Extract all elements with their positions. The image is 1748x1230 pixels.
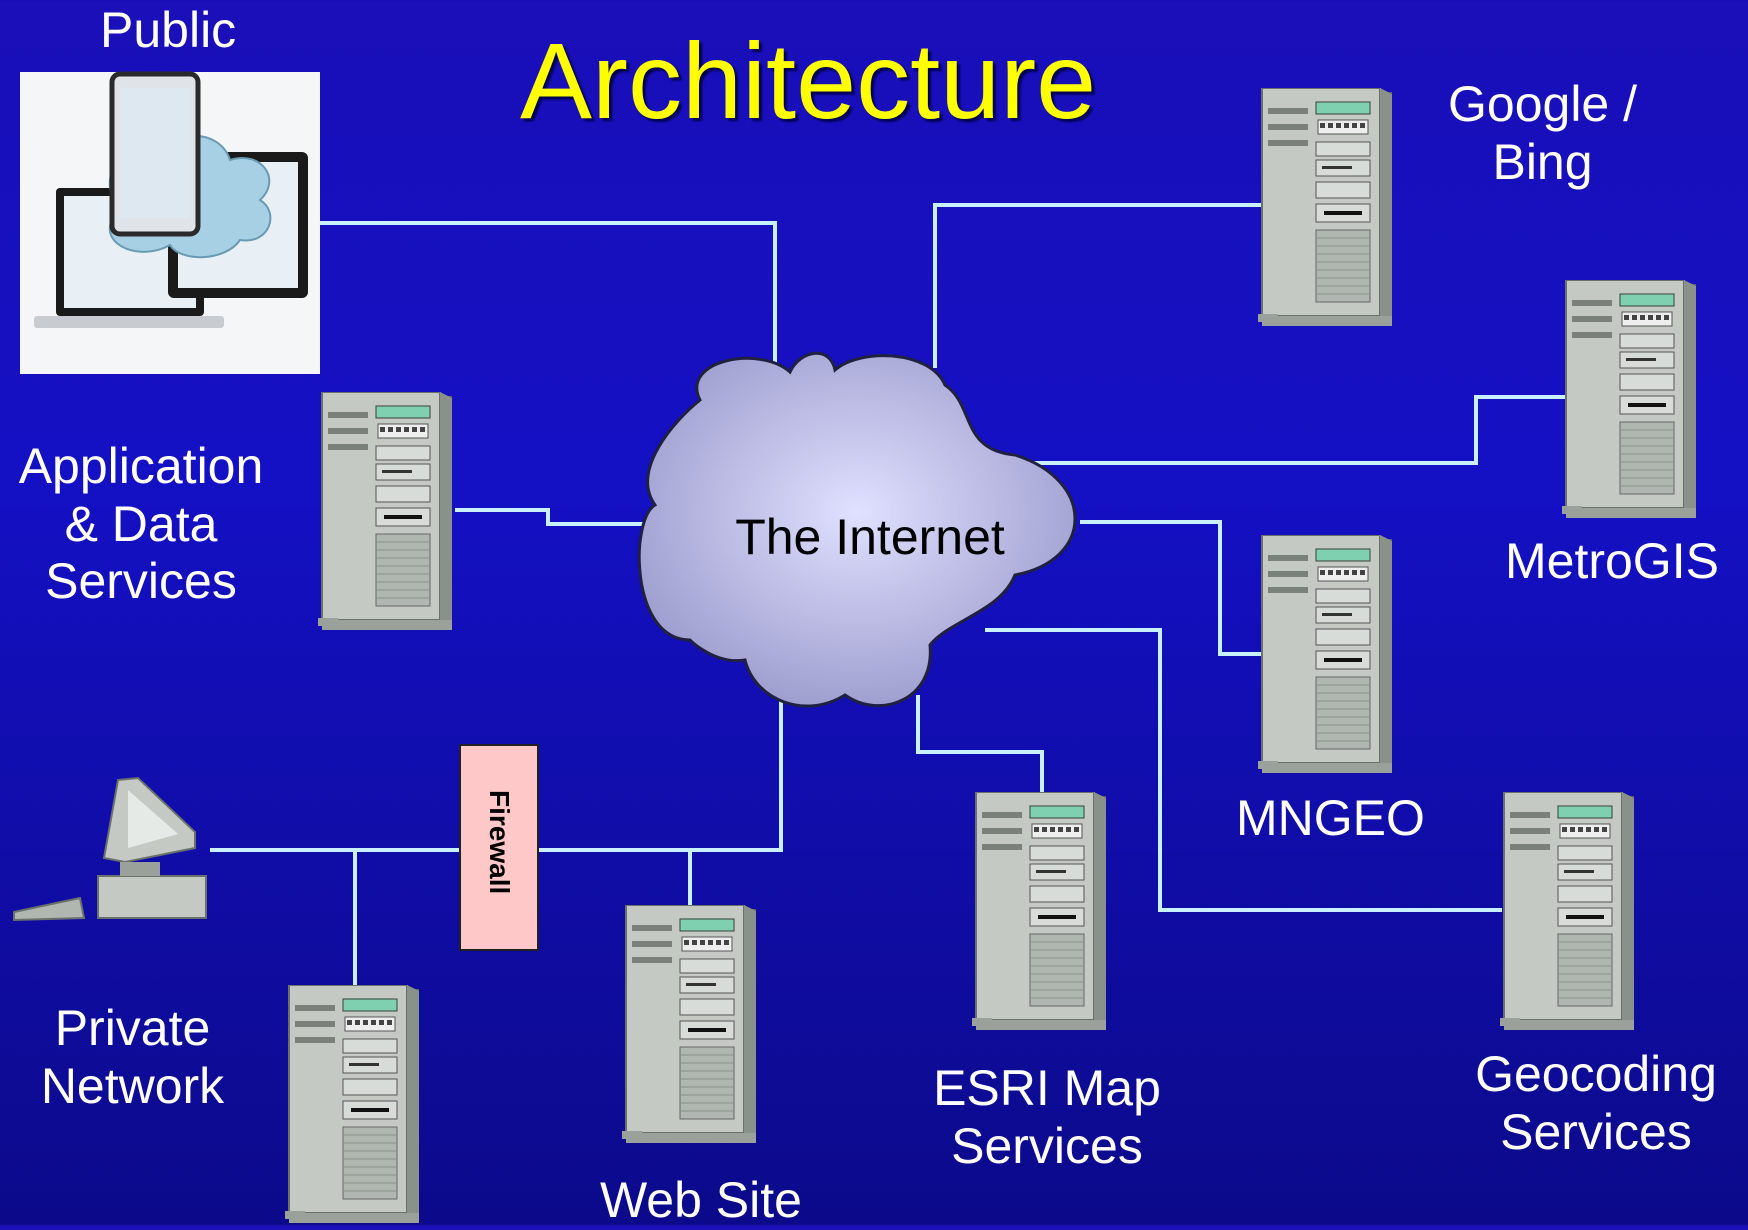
geocoding-label: Geocoding Services [1466, 1046, 1726, 1161]
google-bing-label: Google / Bing [1448, 76, 1637, 191]
firewall-box: Firewall [459, 744, 539, 951]
metrogis-server [1562, 280, 1697, 519]
private-line2: Network [40, 1057, 225, 1114]
system-unit [97, 875, 207, 919]
private-network-label: Private Network [30, 1000, 235, 1115]
app-data-server [318, 392, 453, 631]
private-line1: Private [54, 1000, 211, 1056]
internet-cloud [637, 351, 1077, 708]
google-bing-line1: Google / [1448, 76, 1638, 132]
line-google [933, 203, 1262, 368]
line-mngeo [1080, 520, 1262, 656]
website-server [622, 905, 757, 1144]
connector-lines [210, 203, 1565, 985]
private-server [285, 985, 420, 1224]
internet-label: The Internet [735, 509, 1005, 565]
esri-server [972, 792, 1107, 1031]
public-device-image [20, 71, 320, 374]
app-data-line2: & Data [64, 495, 218, 552]
line-geocoding [985, 628, 1502, 912]
google-bing-server [1258, 88, 1393, 327]
mngeo-label: MNGEO [1236, 790, 1425, 846]
line-public [318, 221, 777, 368]
geocoding-line1: Geocoding [1475, 1046, 1717, 1102]
line-metrogis [1020, 395, 1565, 465]
line-website-internet [688, 695, 783, 905]
website-label: Web Site [600, 1172, 802, 1228]
esri-label: ESRI Map Services [922, 1060, 1172, 1175]
app-data-line1: Application [18, 438, 264, 494]
geocoding-server [1500, 792, 1635, 1031]
metrogis-label: MetroGIS [1505, 533, 1719, 589]
keyboard-shape [13, 896, 86, 922]
desktop-computer-icon [13, 776, 207, 922]
line-app-data [455, 508, 650, 526]
mngeo-server [1258, 535, 1393, 774]
public-label: Public [100, 2, 237, 58]
esri-line1: ESRI Map [933, 1060, 1161, 1116]
google-bing-line2: Bing [1492, 133, 1593, 190]
firewall-label: Firewall [484, 790, 515, 894]
cloud-shape [637, 351, 1077, 708]
line-esri [916, 695, 1044, 795]
geocoding-line2: Services [1500, 1103, 1692, 1160]
page-title: Architecture [520, 20, 1097, 141]
laptop-base [34, 316, 224, 328]
app-data-label: Application & Data Services [10, 438, 272, 611]
app-data-line3: Services [45, 553, 237, 609]
esri-line2: Services [951, 1117, 1143, 1174]
